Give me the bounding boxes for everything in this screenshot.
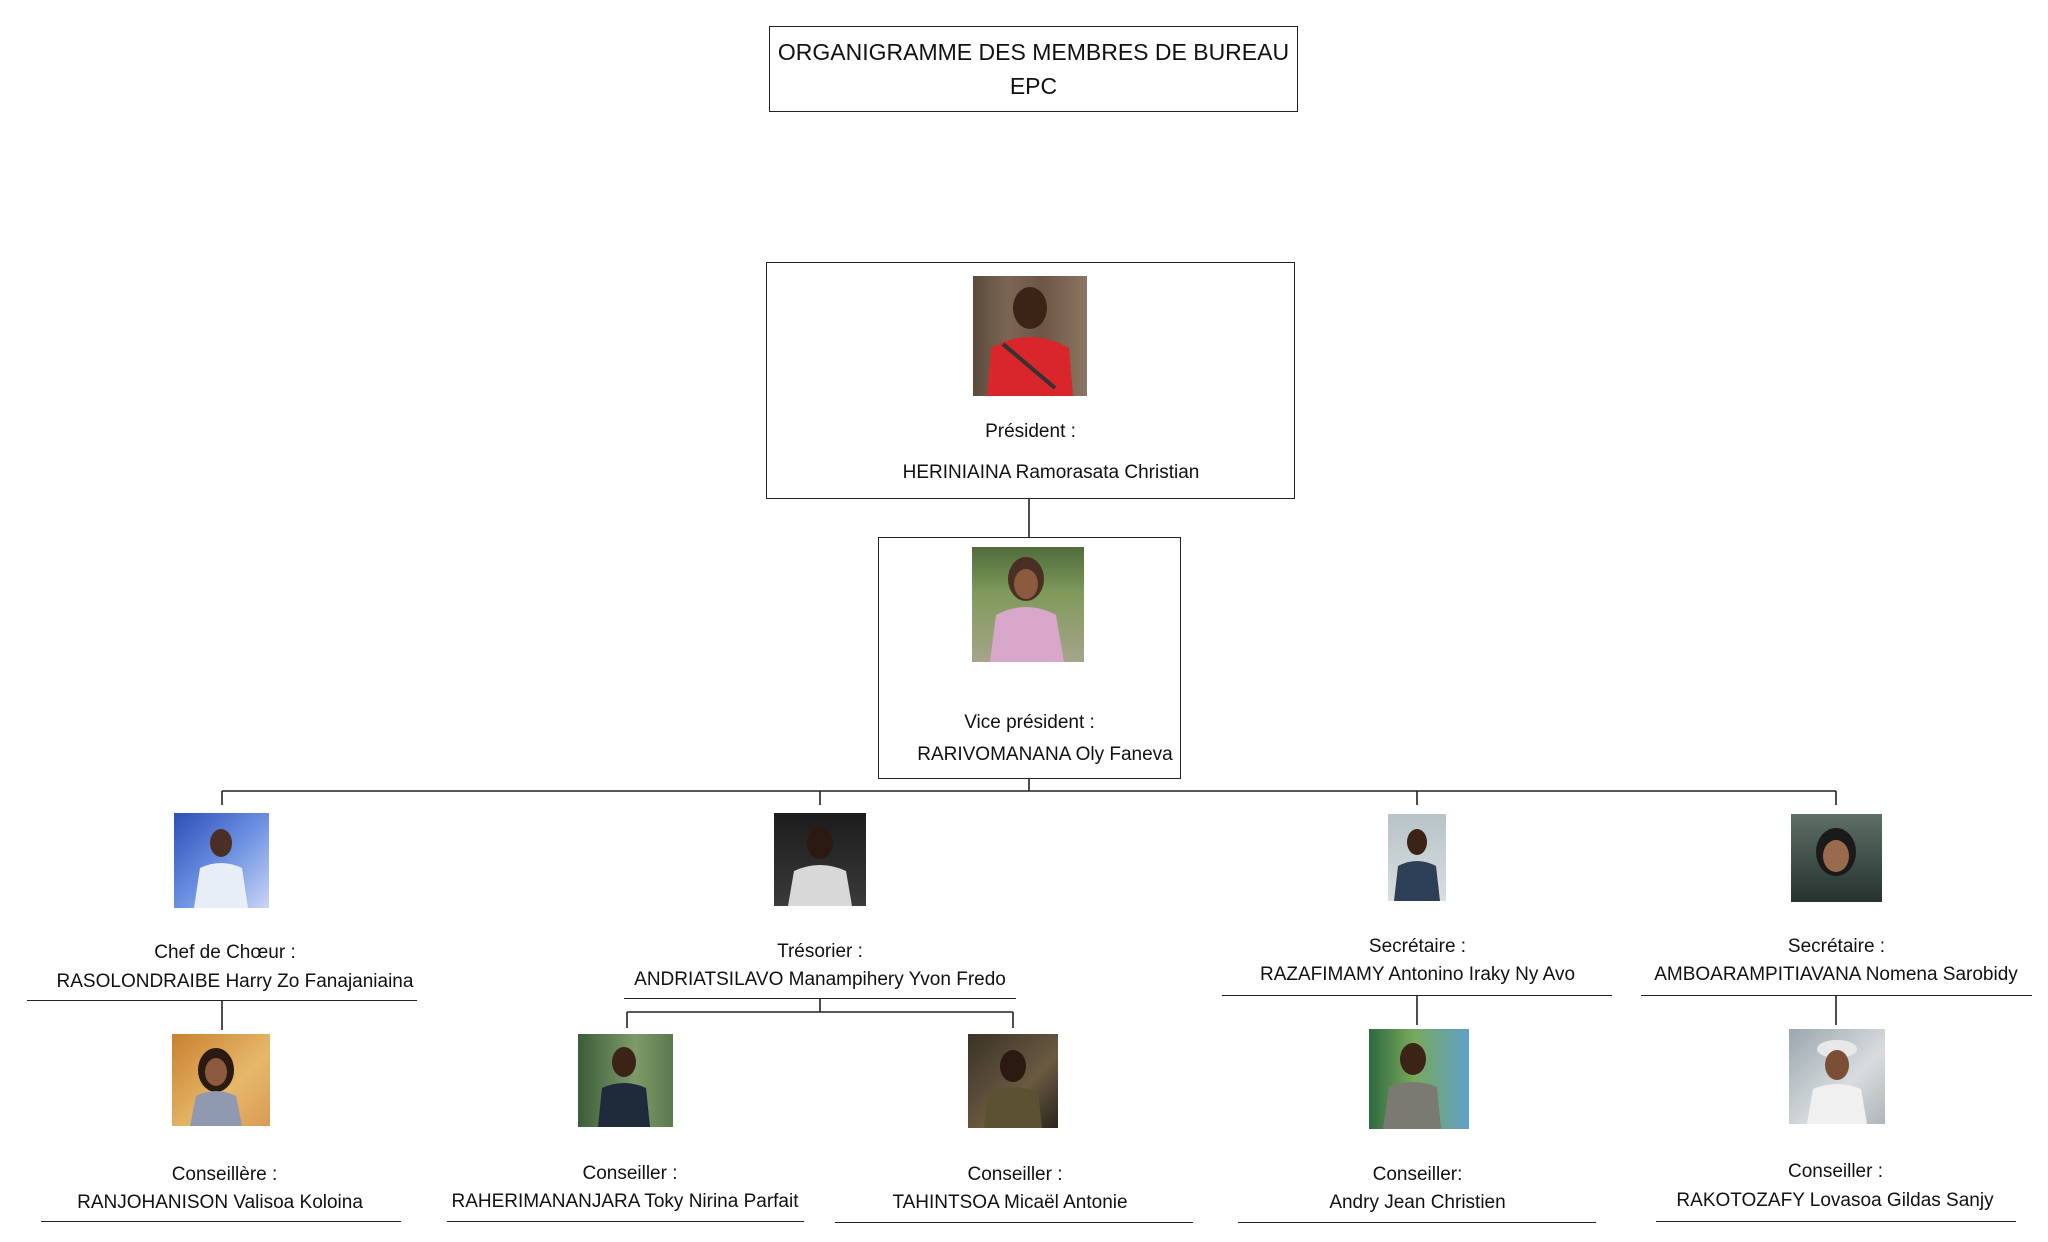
councillor-3-photo [968,1034,1058,1128]
secretary-1-underline [1222,995,1612,996]
treasurer-underline [624,998,1016,999]
president-role: Président : [985,421,1076,442]
councillor-3-underline [835,1222,1193,1223]
councillor-5-photo [1789,1029,1885,1124]
councillor-1-photo [172,1034,270,1126]
secretary-1-role: Secrétaire : [1368,936,1467,957]
vice-president-photo [972,547,1084,662]
councillor-2-photo [578,1034,673,1127]
secretary-1-photo [1388,814,1446,901]
treasurer-role: Trésorier : [777,941,863,962]
choir-leader-role: Chef de Chœur : [154,942,296,963]
secretary-2-photo [1791,814,1882,902]
councillor-1-role: Conseillère : [171,1164,278,1185]
treasurer-photo [774,813,866,906]
president-photo [973,276,1087,396]
secretary-1-name: RAZAFIMAMY Antonino Iraky Ny Avo [1259,964,1576,985]
councillor-3-name: TAHINTSOA Micaël Antonie [892,1192,1128,1213]
choir-leader-underline [27,1000,417,1001]
councillor-2-underline [447,1221,804,1222]
secretary-2-name: AMBOARAMPITIAVANA Nomena Sarobidy [1654,964,2018,985]
councillor-4-underline [1238,1222,1596,1223]
councillor-1-name: RANJOHANISON Valisoa Koloina [77,1192,363,1213]
councillor-5-underline [1656,1221,2016,1222]
secretary-2-underline [1641,995,2032,996]
councillor-4-name: Andry Jean Christien [1329,1192,1506,1213]
vice-president-role: Vice président : [964,712,1095,733]
councillor-1-underline [41,1221,401,1222]
councillor-5-name: RAKOTOZAFY Lovasoa Gildas Sanjy [1676,1190,1994,1211]
councillor-4-role: Conseiller: [1372,1164,1463,1185]
treasurer-name: ANDRIATSILAVO Manampihery Yvon Fredo [634,969,1006,990]
org-chart-title: ORGANIGRAMME DES MEMBRES DE BUREAU EPC [769,26,1298,112]
councillor-2-name: RAHERIMANANJARA Toky Nirina Parfait [451,1191,799,1212]
councillor-3-role: Conseiller : [967,1164,1063,1185]
vice-president-name: RARIVOMANANA Oly Faneva [917,744,1173,765]
councillor-5-role: Conseiller : [1787,1161,1884,1182]
title-line-2: EPC [1009,73,1058,99]
choir-leader-name: RASOLONDRAIBE Harry Zo Fanajaniaina [56,971,414,992]
title-line-1: ORGANIGRAMME DES MEMBRES DE BUREAU [777,39,1290,65]
councillor-2-role: Conseiller : [582,1163,678,1184]
choir-leader-photo [174,813,269,908]
councillor-4-photo [1369,1029,1469,1129]
president-name: HERINIAINA Ramorasata Christian [902,462,1200,483]
secretary-2-role: Secrétaire : [1787,936,1886,957]
